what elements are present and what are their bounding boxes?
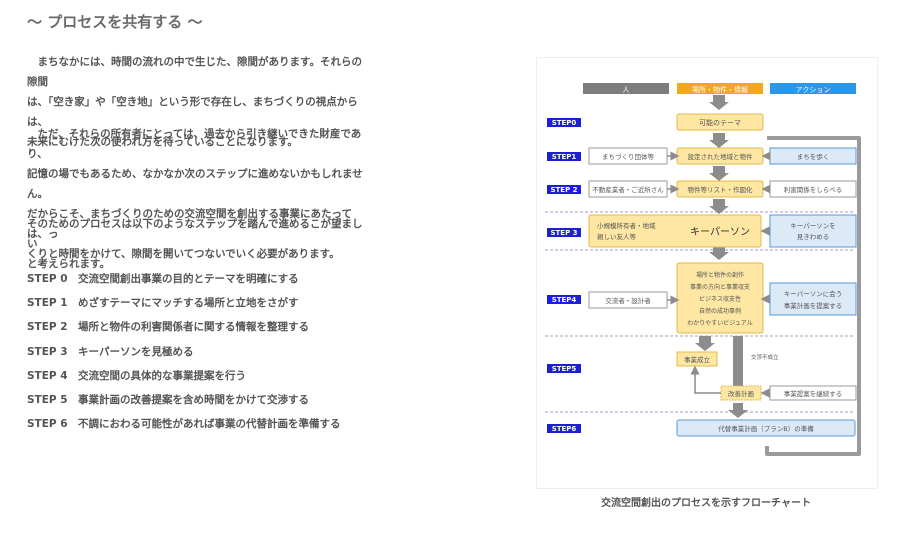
step-item-6: STEP 6 不調におわる可能性があれば事業の代替計画を準備する: [27, 418, 341, 431]
proposal-line-3: 自然の成功事例: [699, 307, 741, 315]
header-person: [583, 83, 669, 94]
flowchart: 人 場所・物件・情報 アクション STEP0 STEP1 STEP 2 STEP…: [545, 83, 861, 456]
box-owners: 不動産業者・ご近所さん: [592, 185, 664, 194]
header-place: [677, 83, 763, 94]
box-see-line2: 見きわめる: [797, 233, 830, 241]
owners-paragraph: ただ、それらの所有者にとっては、過去から引き継いできた財産であり、 記憶の場でも…: [27, 128, 363, 260]
flow-step-label-3: STEP 3: [550, 229, 577, 237]
flow-step-label-2: STEP 2: [550, 186, 577, 194]
flowchart-figure: 人 場所・物件・情報 アクション STEP0 STEP1 STEP 2 STEP…: [536, 57, 878, 489]
box-investigate: 利害関係をしらべる: [784, 185, 843, 194]
box-theme: 可能のテーマ: [699, 118, 741, 127]
steps-list: STEP 0 交流空間創出事業の目的とテーマを明確にする STEP 1 めざすテ…: [27, 270, 341, 439]
flow-step-label-6: STEP6: [552, 425, 577, 433]
step-item-5: STEP 5 事業計画の改善提案を含め時間をかけて交渉する: [27, 393, 310, 406]
box-alternative: 代替事業計画（プランB）の準備: [718, 424, 814, 433]
intro-paragraph: まちなかには、時間の流れの中で生じた、隙間があります。それらの隙間 は、「空き家…: [27, 56, 362, 148]
section-heading: 〜 プロセスを共有する 〜: [27, 13, 203, 31]
label-not-established: 交渉不成立: [751, 353, 779, 361]
box-meet-line1: キーパーソンに会う: [784, 289, 842, 298]
box-people-line1: 小規模所有者・地域: [597, 221, 656, 230]
step-item-4: STEP 4 交流空間の具体的な事業提案を行う: [27, 369, 247, 382]
proposal-line-4: わかりやすいビジュアル: [687, 319, 752, 327]
step-item-1: STEP 1 めざすテーマにマッチする場所と立地をさがす: [27, 297, 299, 310]
flow-step-label-1: STEP1: [552, 153, 577, 161]
box-meet-line2: 事業計画を提案する: [784, 301, 843, 310]
flow-step-label-4: STEP4: [552, 296, 577, 304]
proposal-line-0: 場所と物件の創作: [696, 271, 744, 279]
box-list: 物件等リスト・作図化: [688, 185, 754, 194]
box-improve: 改善計画: [728, 389, 754, 398]
step-item-0: STEP 0 交流空間創出事業の目的とテーマを明確にする: [27, 273, 299, 285]
step-item-3: STEP 3 キーパーソンを見極める: [27, 345, 194, 358]
box-established: 事業成立: [684, 355, 711, 364]
box-planner: 交流者・設計者: [605, 296, 651, 305]
header-place-label: 場所・物件・情報: [692, 85, 748, 94]
box-continue: 事業提案を継続する: [784, 389, 843, 398]
step-item-2: STEP 2 場所と物件の利害関係者に関する情報を整理する: [27, 321, 310, 334]
box-keyperson: キーパーソン: [690, 226, 750, 238]
box-local: まちづくり団体等: [602, 152, 655, 161]
header-action-label: アクション: [796, 86, 831, 94]
box-walk: まちを歩く: [797, 152, 830, 161]
header-person-label: 人: [623, 86, 630, 94]
flow-step-label-5: STEP5: [552, 365, 577, 373]
process-paragraph: そのためのプロセスは以下のようなステップを踏んで進めるこが望ましい と考えられま…: [27, 218, 363, 270]
proposal-line-2: ビジネス収支性: [699, 295, 741, 303]
proposal-line-1: 事業の方向と事業収支: [690, 283, 750, 291]
box-people-line2: 親しい友人等: [597, 232, 637, 241]
header-action: [770, 83, 856, 94]
flow-step-label-0: STEP0: [552, 119, 577, 127]
figure-caption: 交流空間創出のプロセスを示すフローチャート: [601, 498, 811, 509]
box-see-line1: キーパーソンを: [790, 222, 835, 230]
box-matched: 設定された地域と物件: [688, 152, 754, 161]
